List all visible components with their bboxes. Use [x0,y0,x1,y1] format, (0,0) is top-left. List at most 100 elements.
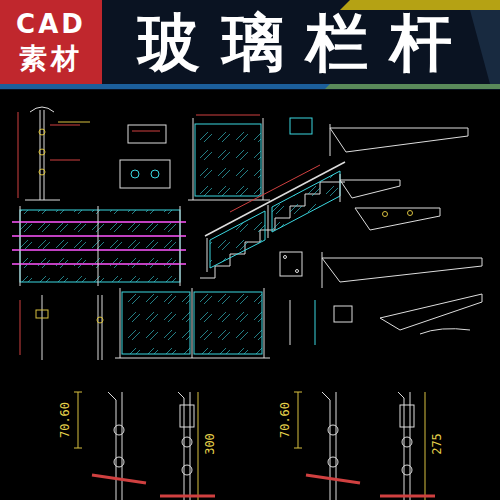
detail-box [334,306,352,322]
post-line [322,392,336,500]
badge-text: 素材 [19,41,83,76]
bolt [182,437,192,447]
clamp [36,310,48,318]
post-line [192,288,193,358]
bolt [131,170,139,178]
post-line [20,206,21,286]
bolt [97,317,103,323]
bolt [39,129,45,135]
dimension-line [196,115,260,116]
plate [330,124,331,156]
post-line [102,295,103,360]
title: 玻璃栏杆 [138,1,474,85]
glass-panel [210,211,265,268]
bolt [151,170,159,178]
floor-line [188,200,270,201]
dimension-line [298,392,299,448]
fixing-plate [92,475,146,483]
bracket-curve [420,329,470,334]
dimension-line [78,392,79,448]
base-plate [280,252,302,276]
header-band [0,0,500,90]
post-line [120,288,121,358]
plate [322,252,323,288]
clamp [180,405,194,427]
bolt [39,149,45,155]
glass-panel [272,171,340,232]
bracket [355,208,440,230]
post-line [98,206,99,286]
bolt [408,211,413,216]
badge-text: CAD [16,8,86,41]
leader [50,125,80,126]
rail-bar [12,249,186,251]
bolt [402,465,412,475]
handrail [30,107,54,112]
dimension-tick [294,448,302,449]
plate [340,174,341,202]
bolt [296,270,299,273]
dimension-line [230,165,320,212]
note-mark [58,122,90,123]
dimension-tick [74,448,82,449]
badge-box: CAD素材 [0,0,102,84]
post-line [108,392,122,500]
fixing-plate [306,475,360,483]
dimension-line [18,112,19,198]
post-line [290,300,291,345]
rail-bar [12,235,186,237]
rail-bar [12,221,186,223]
post-line [264,288,265,358]
post-details [20,295,103,360]
dimension-number: 275 [430,432,444,456]
dimension-line [20,300,21,355]
glass-panel [20,210,180,282]
post-line [207,238,208,272]
bolt [383,212,388,217]
dimension-number: 70.60 [58,401,72,439]
bolt [39,169,45,175]
header-stripe [0,84,330,89]
dimension-number: 70.60 [278,401,292,439]
detail-box [120,160,170,188]
detail-box [128,125,166,143]
glass-panel [122,292,190,354]
post-line [268,205,269,238]
post-line [193,118,194,200]
post-line [315,300,316,345]
dimension-tick [294,392,302,393]
glass-elevation [115,288,270,358]
dimension-number: 300 [203,432,217,456]
glass-panel [194,292,262,354]
clamp [400,405,414,427]
bracket [330,128,468,152]
header-stripe [325,84,500,89]
post-fixing-details [74,392,435,500]
bracket [340,180,400,198]
post-line [263,118,264,200]
post-line [98,295,99,360]
fixing-plate [380,495,435,498]
bolt [402,437,412,447]
bracket [380,294,482,330]
bolt [284,256,287,259]
header-stripe [470,10,500,84]
post-line [42,295,43,360]
bolt [328,457,338,467]
bolt [182,465,192,475]
floor-line [25,200,60,201]
detail-box [290,118,312,134]
bracket-details [280,118,482,345]
stair-railing [200,162,345,278]
rail-bar [12,263,186,265]
handrail [205,162,345,236]
note-mark [132,131,160,132]
floor-line [115,358,270,359]
bolt [328,425,338,435]
rail-elevation [12,206,186,286]
leader [50,160,80,161]
glass-panel [195,124,261,196]
post-line [180,206,181,286]
dimension-tick [74,392,82,393]
